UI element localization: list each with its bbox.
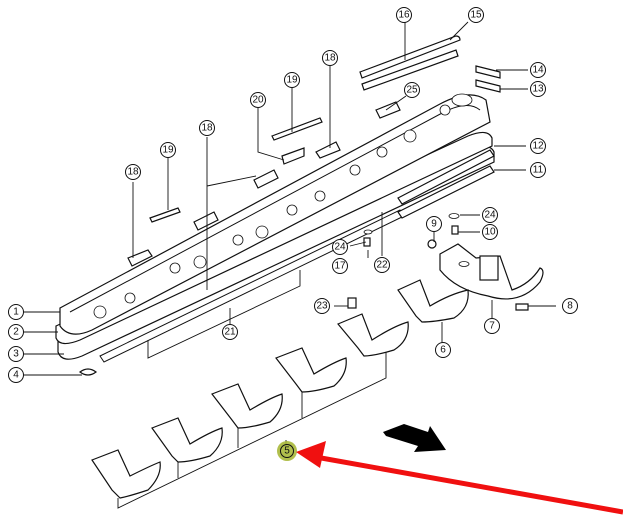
callout-1[interactable]: 1 [8, 304, 24, 320]
callout-18-middle[interactable]: 18 [199, 120, 215, 136]
skid [211, 383, 283, 429]
callout-4[interactable]: 4 [8, 367, 24, 383]
callout-24-right[interactable]: 24 [482, 207, 498, 223]
callout-11[interactable]: 11 [530, 162, 546, 178]
callout-18-left[interactable]: 18 [125, 164, 141, 180]
skid [151, 417, 223, 463]
callout-label: 16 [398, 10, 410, 21]
callout-7[interactable]: 7 [484, 318, 500, 334]
callouts: 1 2 3 4 5 6 7 8 9 10 11 12 13 14 15 16 1… [8, 7, 578, 461]
callout-18-right[interactable]: 18 [322, 50, 338, 66]
callout-label: 13 [532, 84, 544, 95]
callout-label: 7 [489, 321, 495, 332]
small-bars [475, 65, 501, 93]
callout-3[interactable]: 3 [8, 346, 24, 362]
callout-19-right[interactable]: 19 [284, 72, 300, 88]
callout-label: 8 [567, 301, 573, 312]
callout-2[interactable]: 2 [8, 324, 24, 340]
callout-12[interactable]: 12 [530, 138, 546, 154]
skids [91, 279, 469, 509]
callout-label: 15 [470, 10, 482, 21]
callout-17[interactable]: 17 [332, 258, 348, 274]
red-pointer-arrow-icon [296, 441, 623, 515]
callout-5-highlighted[interactable]: 5 [277, 441, 297, 461]
callout-label: 14 [532, 65, 544, 76]
callout-label: 17 [334, 261, 346, 272]
skid [91, 449, 161, 499]
callout-14[interactable]: 14 [530, 62, 546, 78]
top-bars [359, 21, 469, 91]
callout-9[interactable]: 9 [426, 216, 442, 232]
callout-label: 5 [284, 446, 290, 457]
callout-19-left[interactable]: 19 [160, 142, 176, 158]
callout-label: 10 [484, 227, 496, 238]
callout-21[interactable]: 21 [222, 324, 238, 340]
cutter-bar-beam [55, 93, 495, 363]
callout-label: 11 [533, 165, 544, 176]
callout-10[interactable]: 10 [482, 224, 498, 240]
skid [337, 313, 409, 357]
skid-bracket [439, 243, 544, 300]
skid [275, 347, 347, 393]
direction-arrow-icon [383, 424, 446, 452]
highlight-marker [277, 441, 297, 461]
callout-label: 19 [162, 145, 174, 156]
callout-label: 18 [127, 167, 139, 178]
skid-6 [397, 279, 469, 323]
callout-label: 24 [484, 210, 496, 221]
callout-label: 1 [13, 307, 19, 318]
callout-label: 9 [431, 219, 437, 230]
callout-label: 6 [440, 345, 446, 356]
callout-label: 22 [376, 260, 388, 271]
callout-label: 3 [13, 349, 19, 360]
callout-8[interactable]: 8 [562, 298, 578, 314]
callout-13[interactable]: 13 [530, 81, 546, 97]
small-hardware [78, 213, 529, 376]
callout-label: 20 [252, 95, 264, 106]
callout-label: 25 [406, 85, 418, 96]
callout-label: 21 [224, 327, 236, 338]
callout-label: 18 [201, 123, 213, 134]
callout-16[interactable]: 16 [396, 7, 412, 23]
callout-label: 24 [334, 242, 346, 253]
callout-label: 2 [13, 327, 19, 338]
callout-23[interactable]: 23 [314, 298, 330, 314]
right-strips [397, 149, 495, 219]
callout-22[interactable]: 22 [374, 257, 390, 273]
callout-label: 4 [13, 370, 19, 381]
beam-holes [93, 93, 473, 319]
callout-6[interactable]: 6 [435, 342, 451, 358]
callout-label: 18 [324, 53, 336, 64]
callout-20[interactable]: 20 [250, 92, 266, 108]
knife-clips [127, 101, 401, 267]
leader-lines [24, 66, 556, 444]
callout-label: 19 [286, 75, 298, 86]
callout-24-left[interactable]: 24 [332, 239, 348, 255]
callout-15[interactable]: 15 [468, 7, 484, 23]
callout-25[interactable]: 25 [404, 82, 420, 98]
callout-label: 12 [532, 141, 544, 152]
callout-label: 23 [316, 301, 328, 312]
